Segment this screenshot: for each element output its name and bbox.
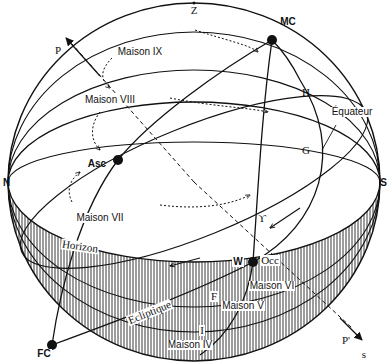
polar-arrow bbox=[66, 38, 100, 76]
house-circle bbox=[8, 32, 380, 182]
cardinal-label: S bbox=[379, 178, 388, 188]
house-label: Maison VIII bbox=[84, 95, 136, 105]
house-label: Maison VI bbox=[249, 281, 295, 291]
house-circle bbox=[8, 70, 380, 182]
pole-label: s bbox=[361, 349, 367, 360]
point-label: I bbox=[199, 325, 205, 336]
motion-arrow bbox=[93, 112, 101, 150]
descendant-dot bbox=[248, 257, 258, 267]
house-label: Maison VII bbox=[75, 213, 124, 223]
point-label: FC bbox=[36, 349, 51, 359]
vernal-point-symbol: ϒ bbox=[257, 213, 267, 224]
motion-arrow bbox=[170, 98, 268, 112]
pole-label: P bbox=[54, 45, 62, 56]
sphere-outline bbox=[8, 3, 380, 361]
motion-arrow bbox=[69, 172, 80, 202]
motion-arrow bbox=[160, 195, 250, 207]
midheaven-dot bbox=[267, 35, 277, 45]
ascendant-dot bbox=[113, 155, 123, 165]
cardinal-label: N bbox=[2, 178, 11, 188]
leader-line bbox=[322, 125, 336, 150]
motion-arrow bbox=[195, 30, 258, 52]
point-label: G bbox=[301, 145, 311, 156]
house-circle bbox=[8, 142, 380, 182]
polar-axis bbox=[194, 182, 352, 328]
equator-arrow bbox=[270, 208, 300, 228]
below-horizon-hatch bbox=[8, 182, 380, 361]
equator-arrow bbox=[170, 258, 200, 266]
point-label: Asc bbox=[87, 159, 107, 169]
point-label: W bbox=[232, 257, 243, 267]
motion-arrow bbox=[103, 58, 112, 88]
house-circle bbox=[8, 182, 380, 307]
house-label: Maison V bbox=[221, 301, 265, 311]
zenith-label: Z bbox=[190, 5, 199, 16]
circle-label: Équateur bbox=[331, 107, 374, 117]
point-label: Occ bbox=[260, 255, 280, 266]
house-label: Maison IX bbox=[117, 47, 163, 57]
point-label: MC bbox=[279, 17, 297, 27]
pole-label: P' bbox=[341, 335, 351, 346]
point-label: F bbox=[210, 291, 218, 302]
point-label: H bbox=[301, 87, 311, 98]
ecliptic-circle bbox=[52, 40, 323, 345]
house-circle bbox=[8, 182, 380, 332]
house-label: Maison IV bbox=[167, 340, 213, 350]
